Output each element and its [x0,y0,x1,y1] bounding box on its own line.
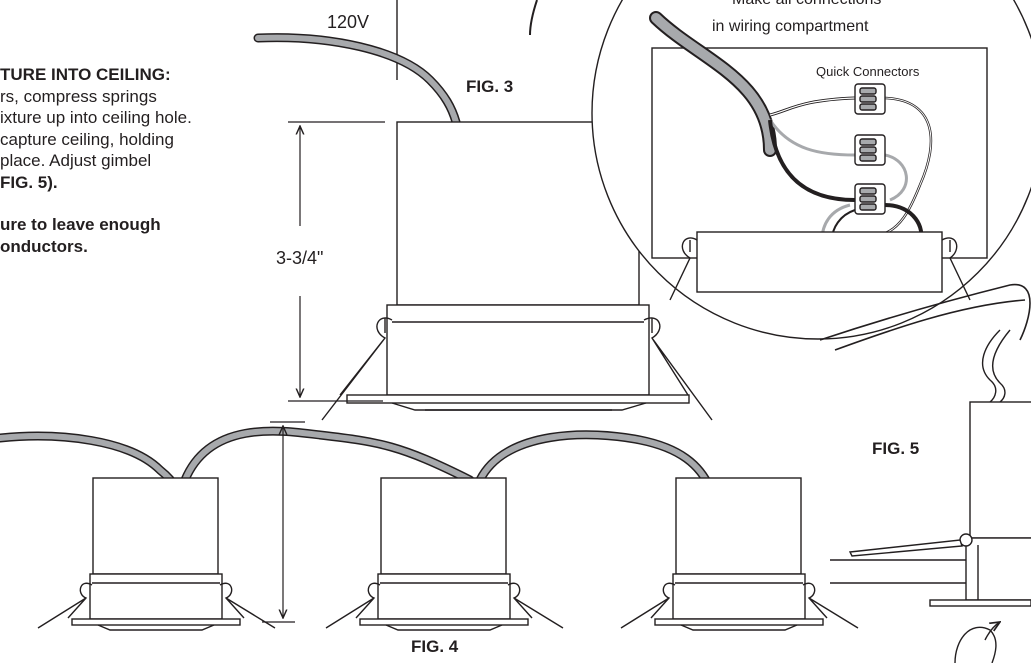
quick-connectors-label: Quick Connectors [816,64,920,79]
fig4-fixture-1 [37,477,276,631]
fig3-collar [386,304,650,396]
instructions-line-5: FIG. 5). [0,172,58,192]
instructions-line-3: capture ceiling, holding [0,129,174,149]
fig5-fixture [819,283,1031,663]
fig4-fixture-2 [325,477,564,631]
instructions-line-2: ixture up into ceiling hole. [0,108,192,127]
fig3-trim [346,394,690,404]
fig5-label: FIG. 5 [872,439,920,458]
callout-title-line1: Make all connections [732,0,881,9]
fig3-left-spring [321,317,393,421]
instructions-block: TURE INTO CEILING: rs, compress springs … [0,64,192,257]
quick-connector-2 [854,134,886,166]
wiring-compartment-callout [529,0,1031,340]
instructions-line-1: rs, compress springs [0,86,157,106]
fig4-fixtures [0,421,859,631]
callout-title-line2: in wiring compartment [712,18,869,35]
fig3-label: FIG. 3 [466,77,514,96]
dimension-marker [288,121,385,402]
dimension-label: 3-3/4" [276,248,324,268]
instructions-line-4: place. Adjust gimbel [0,151,152,170]
quick-connector-3 [854,183,886,215]
fig3-right-spring [643,317,713,421]
instructions-note-1: ure to leave enough [0,215,161,234]
fig4-label: FIG. 4 [411,637,459,656]
voltage-label: 120V [327,12,370,32]
instructions-heading: TURE INTO CEILING: [0,65,171,84]
fig4-fixture-3 [620,477,859,631]
quick-connector-1 [854,83,886,115]
instructions-note-2: onductors. [0,236,88,256]
